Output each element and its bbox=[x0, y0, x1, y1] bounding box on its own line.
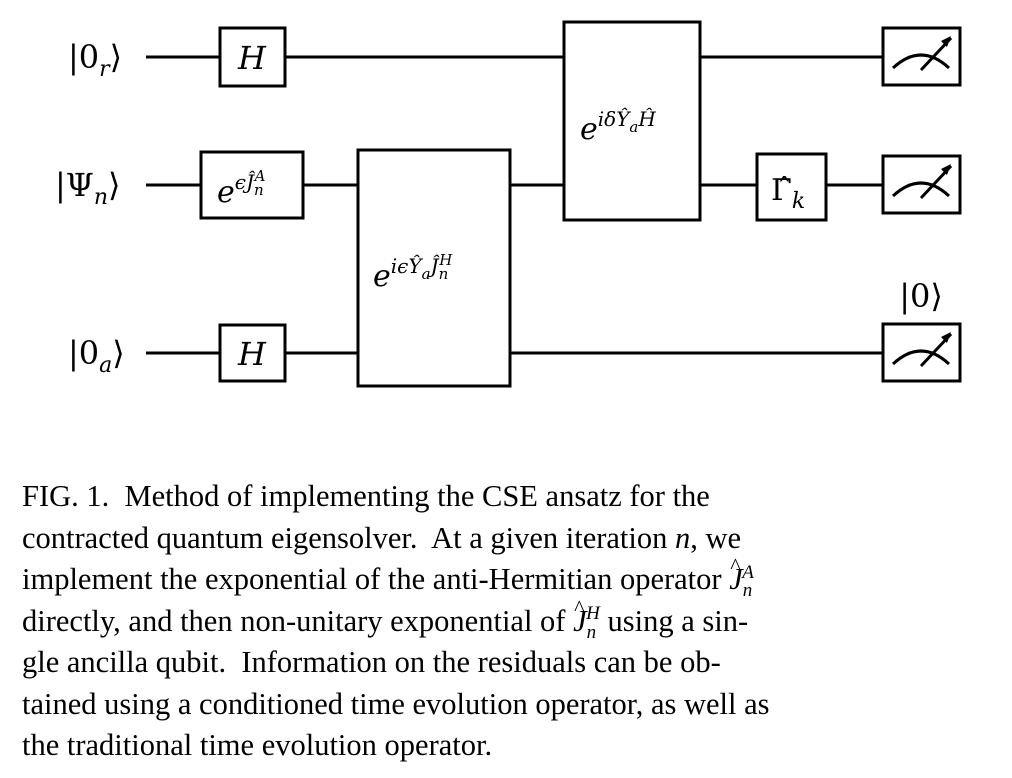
input-label-a: |0a⟩ bbox=[68, 334, 125, 378]
postselect-label: |0⟩ bbox=[899, 277, 943, 315]
measurement-meter-icon bbox=[881, 154, 962, 215]
caption-line-6: tained using a conditioned time evolutio… bbox=[22, 686, 770, 721]
exp-jh-gate: eiϵŶaĴnH bbox=[356, 148, 512, 388]
caption-line-2: contracted quantum eigensolver. At a giv… bbox=[22, 520, 742, 555]
exp-h-label: eiδŶaĤ bbox=[580, 107, 656, 147]
figure-caption: FIG. 1. Method of implementing the CSE a… bbox=[22, 476, 994, 767]
measurement-meter-icon bbox=[881, 26, 962, 87]
hadamard-gate-r: H bbox=[218, 26, 287, 88]
input-label-psi: |Ψn⟩ bbox=[55, 166, 121, 210]
hadamard-gate-a: H bbox=[218, 323, 287, 383]
gamma-gate: Γ̂k bbox=[755, 152, 828, 222]
exp-ja-label: eϵĴnA bbox=[217, 167, 266, 210]
caption-line-1: FIG. 1. Method of implementing the CSE a… bbox=[22, 479, 710, 513]
caption-line-4: directly, and then non-unitary exponenti… bbox=[22, 594, 749, 643]
input-label-r: |0r⟩ bbox=[68, 38, 122, 82]
caption-line-5: gle ancilla qubit. Information on the re… bbox=[22, 645, 721, 679]
hadamard-label-r: H bbox=[237, 39, 267, 77]
exp-ja-gate: eϵĴnA bbox=[199, 150, 305, 220]
caption-line-3: implement the exponential of the anti-He… bbox=[22, 553, 754, 602]
exp-h-gate: eiδŶaĤ bbox=[562, 20, 702, 222]
exp-jh-label: eiϵŶaĴnH bbox=[373, 251, 453, 294]
caption-line-7: the traditional time evolution operator. bbox=[22, 728, 493, 762]
measurement-meter-icon bbox=[881, 322, 962, 383]
hadamard-label-a: H bbox=[237, 335, 267, 373]
quantum-circuit: |0r⟩ |Ψn⟩ |0a⟩ H eϵĴnA H eiϵŶaĴnH eiδŶaĤ… bbox=[55, 20, 962, 388]
